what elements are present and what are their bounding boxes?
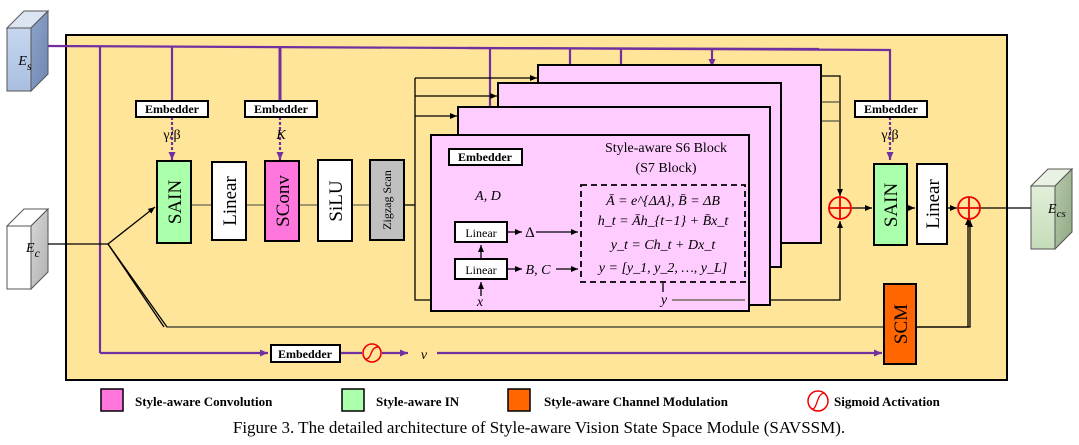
sconv-block: SConv [264, 160, 300, 242]
svg-text:Es: Es [17, 54, 32, 73]
adder-2 [957, 196, 981, 220]
svg-text:Style-aware Convolution: Style-aware Convolution [135, 394, 273, 409]
delta-label: Δ [525, 225, 535, 241]
sigmoid-legend-icon [807, 390, 829, 412]
svg-text:Embedder: Embedder [254, 102, 309, 116]
svg-text:Embedder: Embedder [458, 150, 513, 164]
svg-text:Sigmoid Activation: Sigmoid Activation [834, 394, 941, 409]
v-label: v [421, 348, 428, 363]
svg-text:y = [y_1, y_2, …, y_L]: y = [y_1, y_2, …, y_L] [597, 261, 727, 276]
svg-text:Ā = e^{ΔA}, B̄ = ΔB: Ā = e^{ΔA}, B̄ = ΔB [605, 193, 720, 209]
svg-text:Linear: Linear [923, 179, 944, 229]
sain-block-1: SAIN [156, 160, 192, 244]
content-embedding-input: Ec [5, 207, 50, 291]
legend: Style-aware Convolution Style-aware IN S… [100, 388, 941, 412]
svg-text:SConv: SConv [273, 175, 294, 227]
embedder-sconv: Embedder [244, 100, 318, 118]
svg-text:Linear: Linear [465, 226, 496, 240]
sain-block-2: SAIN [873, 163, 908, 246]
linear-delta: Linear [454, 221, 508, 243]
svg-text:Ec: Ec [25, 241, 41, 260]
s7-block-main: Style-aware S6 Block (S7 Block) Embedder… [430, 134, 750, 312]
kernel-label: K [275, 128, 286, 143]
svg-text:Linear: Linear [465, 263, 496, 277]
y-label: y [659, 293, 668, 308]
linear-bc: Linear [454, 258, 508, 280]
svg-text:Style-aware Channel Modulation: Style-aware Channel Modulation [544, 394, 729, 409]
svg-text:SiLU: SiLU [326, 180, 347, 221]
svg-text:Zigzag Scan: Zigzag Scan [380, 170, 394, 230]
legend-item-channel-modulation: Style-aware Channel Modulation [507, 388, 729, 412]
svg-text:SAIN: SAIN [881, 183, 902, 228]
embedder-sain1: Embedder [135, 100, 209, 118]
embedder-sain2: Embedder [854, 100, 928, 118]
ssm-equations: Ā = e^{ΔA}, B̄ = ΔB h_t = Āh_{t−1} + B̄x… [580, 184, 746, 283]
svg-text:Embedder: Embedder [864, 102, 919, 116]
gamma-beta-label: γ/β [162, 128, 180, 143]
gamma-beta-label-2: γ/β [880, 128, 898, 143]
legend-item-sigmoid-activation: Sigmoid Activation [807, 390, 941, 412]
svg-text:SAIN: SAIN [165, 180, 186, 225]
svg-text:Embedder: Embedder [145, 102, 200, 116]
style-paths [47, 44, 894, 357]
scm-block: SCM [883, 283, 917, 365]
svg-text:Ecs: Ecs [1047, 202, 1066, 220]
linear-block-1: Linear [211, 161, 247, 241]
bc-label: B, C [526, 263, 552, 278]
svg-text:h_t = Āh_{t−1} + B̄x_t: h_t = Āh_{t−1} + B̄x_t [598, 213, 730, 229]
stylized-output: Ecs [1029, 167, 1074, 251]
svg-text:Embedder: Embedder [278, 347, 333, 361]
svg-text:Style-aware S6 Block: Style-aware S6 Block [605, 141, 727, 156]
linear-block-2: Linear [916, 163, 948, 245]
legend-item-style-aware-in: Style-aware IN [341, 388, 460, 412]
adder-1 [828, 196, 852, 220]
embedder-s7: Embedder [448, 148, 523, 166]
svg-text:y_t = Ch_t + Dx_t: y_t = Ch_t + Dx_t [609, 238, 717, 253]
embedder-scm: Embedder [270, 344, 341, 363]
ad-label: A, D [474, 189, 501, 204]
legend-item-style-aware-convolution: Style-aware Convolution [100, 388, 273, 412]
svg-text:Style-aware IN: Style-aware IN [376, 394, 460, 409]
svg-text:(S7 Block): (S7 Block) [635, 161, 696, 176]
sigmoid-icon [362, 343, 382, 363]
figure-caption: Figure 3. The detailed architecture of S… [233, 418, 845, 437]
x-label: x [476, 295, 484, 310]
style-embedding-input: Es [5, 9, 50, 93]
silu-block: SiLU [317, 159, 353, 242]
svg-text:Linear: Linear [220, 176, 241, 226]
zigzag-scan-block: Zigzag Scan [369, 159, 405, 241]
svg-text:SCM: SCM [891, 304, 912, 344]
